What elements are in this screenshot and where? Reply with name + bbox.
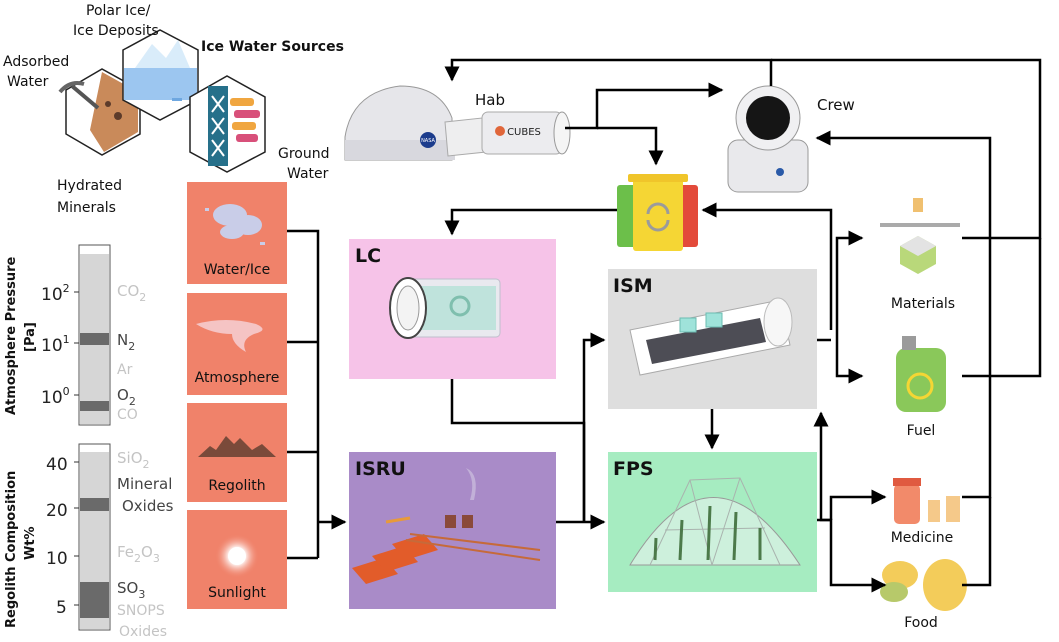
lc-title: LC: [355, 245, 381, 267]
polar-ice-label-1: Polar Ice/: [86, 3, 151, 19]
label-mineral-oxides-1: Mineral: [117, 475, 172, 493]
cubes-logo-text: CUBES: [507, 127, 541, 138]
flow-recycle-to-lc: [444, 208, 617, 236]
label-mineral-oxides-2: Oxides: [122, 497, 174, 515]
flow-lines: [287, 58, 1042, 593]
ice-water-sources: Ice Water Sources Polar Ice/ Ice Deposit…: [3, 3, 344, 216]
label-co2: CO2: [117, 282, 146, 304]
flow-materials-to-crew: [771, 58, 1042, 240]
flow-up-to-ism: [813, 411, 831, 522]
flow-food-return: [962, 497, 992, 587]
fuel-label: Fuel: [907, 423, 936, 439]
ground-water-label-1: Ground: [278, 146, 330, 162]
output-medicine: Medicine: [891, 478, 960, 546]
adsorbed-water-label-1: Adsorbed: [3, 54, 69, 70]
hab-illustration: NASA CUBES Hab: [344, 85, 571, 161]
flow-crew-to-hab: [444, 58, 773, 86]
label-snops-1: SNOPS: [117, 603, 165, 619]
fps-title: FPS: [613, 458, 654, 480]
resource-water-ice: Water/Ice: [187, 182, 287, 284]
module-lc: LC: [349, 239, 556, 379]
regolith-axis-label-2: Wt%: [23, 526, 38, 560]
label-so3: SO3: [117, 579, 145, 601]
atmosphere-tick-2: 101: [41, 333, 70, 356]
hab-label: Hab: [475, 91, 505, 109]
polar-ice-hexagon: [122, 29, 199, 121]
label-fe2o3: Fe2O3: [117, 543, 160, 565]
label-snops-2: Oxides: [119, 624, 167, 640]
isru-title: ISRU: [355, 458, 406, 480]
crew-illustration: Crew: [727, 85, 855, 193]
flow-fuel-return: [962, 238, 1042, 378]
materials-label: Materials: [891, 296, 955, 312]
atmosphere-label: Atmosphere: [195, 370, 280, 386]
food-label: Food: [904, 615, 938, 631]
module-ism: ISM: [608, 269, 817, 409]
flow-outputs-to-recycle: [701, 202, 833, 330]
output-fuel: Fuel: [896, 336, 946, 439]
sunlight-label: Sunlight: [208, 585, 266, 601]
atmosphere-tick-3: 100: [41, 385, 70, 408]
regolith-tick-40: 40: [46, 455, 68, 475]
hydrated-minerals-label-2: Minerals: [57, 200, 116, 216]
crew-label: Crew: [817, 96, 855, 114]
regolith-tick-5: 5: [56, 598, 67, 618]
label-o2: O2: [117, 386, 136, 408]
atmosphere-axis-label-2: [Pa]: [23, 322, 38, 352]
flow-junction-to-ism: [582, 332, 606, 522]
flow-hab-to-recycle: [597, 126, 664, 166]
atmosphere-pressure-bar: Atmosphere Pressure [Pa] 102 101 100 CO2…: [4, 244, 146, 426]
flow-medicine-return: [815, 130, 992, 499]
output-materials: Materials: [880, 198, 960, 312]
regolith-tick-10: 10: [46, 549, 68, 569]
label-sio2: SiO2: [117, 449, 150, 471]
flow-water-ice: [287, 229, 320, 558]
adsorbed-water-label-2: Water: [7, 74, 49, 90]
hydrated-minerals-label-1: Hydrated: [57, 178, 122, 194]
regolith-composition-bar: Regolith Composition Wt% 40 20 10 5 SiO2…: [4, 443, 174, 640]
label-ar: Ar: [117, 362, 133, 378]
regolith-axis-label-1: Regolith Composition: [4, 471, 19, 628]
label-n2: N2: [117, 331, 135, 353]
resource-regolith: Regolith: [187, 403, 287, 502]
medicine-label: Medicine: [891, 530, 954, 546]
nasa-logo-text: NASA: [421, 138, 435, 144]
output-food: Food: [880, 559, 967, 631]
flow-to-materials: [835, 230, 864, 340]
regolith-label: Regolith: [208, 478, 265, 494]
flow-to-medicine: [829, 489, 887, 520]
resource-atmosphere: Atmosphere: [187, 293, 287, 395]
ground-water-hexagon: [189, 75, 266, 173]
resource-sunlight: Sunlight: [187, 510, 287, 609]
ism-title: ISM: [613, 275, 653, 297]
water-ice-label: Water/Ice: [204, 262, 271, 278]
recycle-bins-icon: [617, 174, 698, 251]
regolith-tick-20: 20: [46, 501, 68, 521]
atmosphere-axis-label-1: Atmosphere Pressure: [4, 256, 19, 415]
module-isru: ISRU: [349, 452, 556, 609]
ground-water-label-2: Water: [287, 166, 329, 182]
atmosphere-tick-1: 102: [41, 282, 70, 305]
module-fps: FPS: [608, 452, 817, 592]
label-co: CO: [117, 407, 138, 423]
polar-ice-label-2: Ice Deposits: [73, 23, 159, 39]
flow-hab-to-crew: [565, 82, 724, 130]
flow-to-fuel: [835, 340, 864, 384]
flow-fps-out: [817, 518, 887, 593]
ice-water-sources-title: Ice Water Sources: [201, 39, 344, 55]
